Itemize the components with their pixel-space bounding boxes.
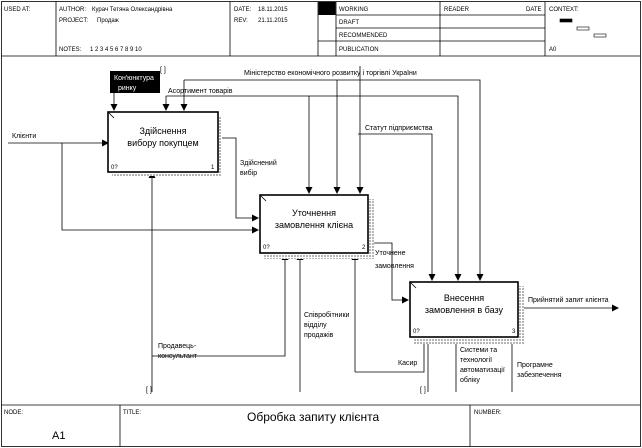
rev-label: REV: bbox=[234, 18, 248, 24]
box1-number: 1 bbox=[211, 165, 215, 171]
label-staff-2: відділу bbox=[304, 321, 327, 329]
label-assortment: Асортимент товарів bbox=[168, 87, 233, 95]
author-label: AUTHOR: bbox=[59, 7, 86, 13]
box3-number: 3 bbox=[512, 329, 516, 335]
tunnel-systems: [ ] bbox=[420, 387, 426, 394]
arrow-clients-branch bbox=[61, 143, 259, 234]
project-value: Продаж bbox=[97, 18, 119, 24]
label-software-1: Програмне bbox=[517, 362, 553, 369]
label-conjuncture-1: Кон'юнктура bbox=[114, 75, 154, 82]
author-value: Курач Тетяна Олександрівна bbox=[92, 7, 173, 13]
label-statute: Статут підприємства bbox=[365, 124, 433, 132]
label-conjuncture-2: ринку bbox=[118, 85, 137, 92]
arrow-cashier bbox=[355, 336, 428, 373]
arrow-seller-box2 bbox=[152, 253, 289, 357]
tunnel-conjuncture: [ ] bbox=[160, 67, 166, 74]
activity-box-3[interactable]: Внесення замовлення в базу 0? 3 bbox=[409, 281, 524, 344]
box1-title-line2: вибору покупцем bbox=[127, 138, 198, 148]
activity-box-2[interactable]: Уточнення замовлення клієна 0? 2 bbox=[259, 194, 374, 259]
number-label: NUMBER: bbox=[474, 410, 502, 416]
box3-title-line1: Внесення bbox=[444, 293, 484, 303]
title-label: TITLE: bbox=[123, 410, 141, 416]
conjuncture-label-bg bbox=[110, 71, 160, 93]
box2-cost: 0? bbox=[263, 245, 270, 251]
reader-date-label: DATE bbox=[526, 7, 542, 13]
context-node: A0 bbox=[549, 47, 557, 53]
arrow-statute bbox=[358, 133, 436, 281]
rev-value: 21.11.2015 bbox=[258, 18, 288, 24]
label-software-2: забезпечення bbox=[517, 371, 562, 379]
notes-label: NOTES: bbox=[59, 47, 82, 53]
arrows bbox=[8, 66, 619, 392]
arrow-chosen bbox=[218, 137, 259, 222]
label-chosen-2: вибір bbox=[240, 169, 257, 177]
box1-cost: 0? bbox=[111, 165, 118, 171]
status-publication: PUBLICATION bbox=[339, 47, 379, 53]
label-seller-1: Продавець- bbox=[158, 343, 197, 350]
working-status-marker bbox=[318, 2, 336, 15]
box3-title-line2: замовлення в базу bbox=[425, 305, 504, 315]
node-label: NODE: bbox=[4, 410, 23, 416]
used-at-label: USED AT: bbox=[4, 7, 31, 13]
project-label: PROJECT: bbox=[59, 18, 88, 24]
label-ministry: Міністерство економічного розвитку і тор… bbox=[244, 69, 417, 77]
status-recommended: RECOMMENDED bbox=[339, 33, 388, 39]
label-clarified-1: Уточнене bbox=[375, 250, 406, 257]
tunnel-seller: [ ] bbox=[146, 387, 152, 394]
box3-cost: 0? bbox=[413, 329, 420, 335]
label-seller-2: консультант bbox=[158, 353, 198, 360]
arrow-ministry bbox=[184, 79, 484, 281]
activity-box-1[interactable]: Здійснення вибору покупцем 0? 1 bbox=[107, 111, 222, 176]
context-thumbnail bbox=[559, 18, 607, 38]
diagram-title: Обробка запиту клієнта bbox=[247, 410, 379, 424]
label-systems-4: обліку bbox=[460, 376, 480, 384]
label-clarified-2: замовлення bbox=[375, 263, 414, 270]
label-staff-3: продажів bbox=[304, 331, 334, 339]
box2-title-line2: замовлення клієна bbox=[275, 220, 353, 230]
label-staff-1: Співробітники bbox=[304, 311, 350, 319]
label-cashier: Касир bbox=[398, 360, 417, 367]
date-value: 18.11.2015 bbox=[258, 7, 288, 13]
label-systems-3: автоматизації bbox=[460, 366, 505, 374]
box2-title-line1: Уточнення bbox=[292, 208, 336, 218]
context-label: CONTEXT: bbox=[549, 7, 579, 13]
box1-title-line1: Здійснення bbox=[139, 126, 186, 136]
box2-number: 2 bbox=[362, 245, 366, 251]
arrow-assortment bbox=[166, 95, 462, 281]
label-clients: Клієнти bbox=[12, 132, 36, 140]
reader-label: READER bbox=[444, 7, 470, 13]
status-working: WORKING bbox=[339, 7, 369, 13]
footer-frame bbox=[1, 404, 641, 447]
label-chosen-1: Здійснений bbox=[240, 159, 277, 167]
label-systems-2: технології bbox=[460, 356, 492, 364]
arrow-clarified bbox=[368, 242, 409, 304]
label-final-output: Прийнятий запит клієнта bbox=[528, 296, 609, 304]
notes-value: 1 2 3 4 5 6 7 8 9 10 bbox=[90, 47, 142, 53]
status-draft: DRAFT bbox=[339, 20, 359, 26]
date-label: DATE: bbox=[234, 7, 252, 13]
label-systems-1: Системи та bbox=[460, 347, 497, 354]
node-value: A1 bbox=[52, 430, 65, 442]
